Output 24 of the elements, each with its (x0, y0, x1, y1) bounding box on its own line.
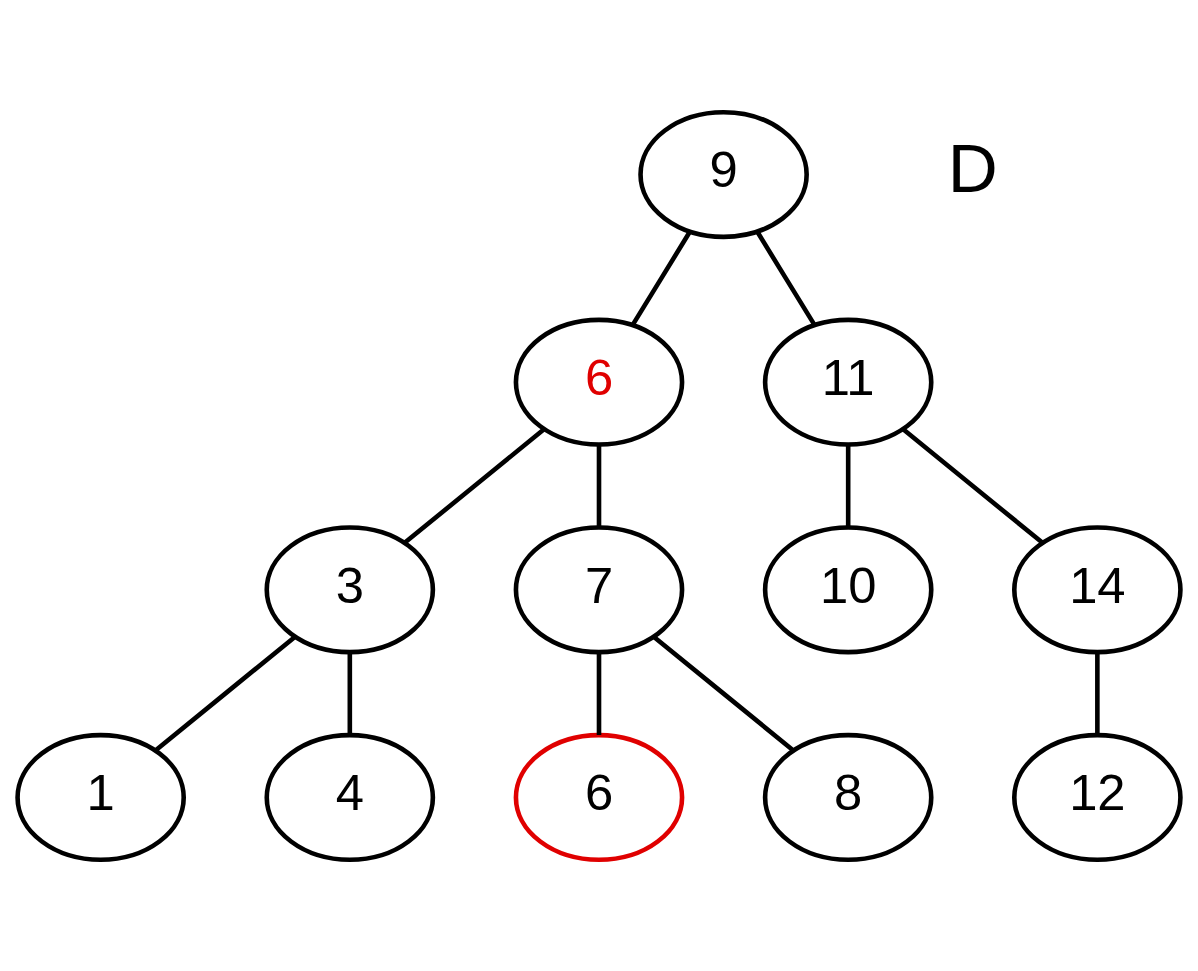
node-ellipse: 10 (762, 524, 934, 654)
node-ellipse: 1 (15, 732, 186, 862)
node-ellipse: 12 (1012, 732, 1183, 862)
node-ellipse: 14 (1012, 524, 1183, 654)
connector (652, 634, 795, 752)
node-ellipse: 9 (638, 109, 809, 239)
connector (596, 444, 602, 527)
node-ellipse: 7 (513, 524, 685, 654)
connector (630, 230, 692, 326)
connector (902, 427, 1044, 544)
connector (154, 634, 296, 752)
connector (1095, 652, 1100, 735)
label: D (947, 128, 998, 207)
node-ellipse: 8 (762, 732, 934, 862)
node-ellipse: 11 (762, 317, 934, 447)
node-ellipse: 6 (513, 317, 685, 447)
connector (845, 444, 851, 527)
node-ellipse: 4 (264, 732, 436, 862)
node-ellipse: 6 (513, 732, 685, 862)
connector (596, 652, 602, 735)
connector (403, 427, 546, 544)
connector (347, 652, 353, 735)
connector (755, 230, 817, 326)
node-ellipse: 3 (264, 524, 436, 654)
